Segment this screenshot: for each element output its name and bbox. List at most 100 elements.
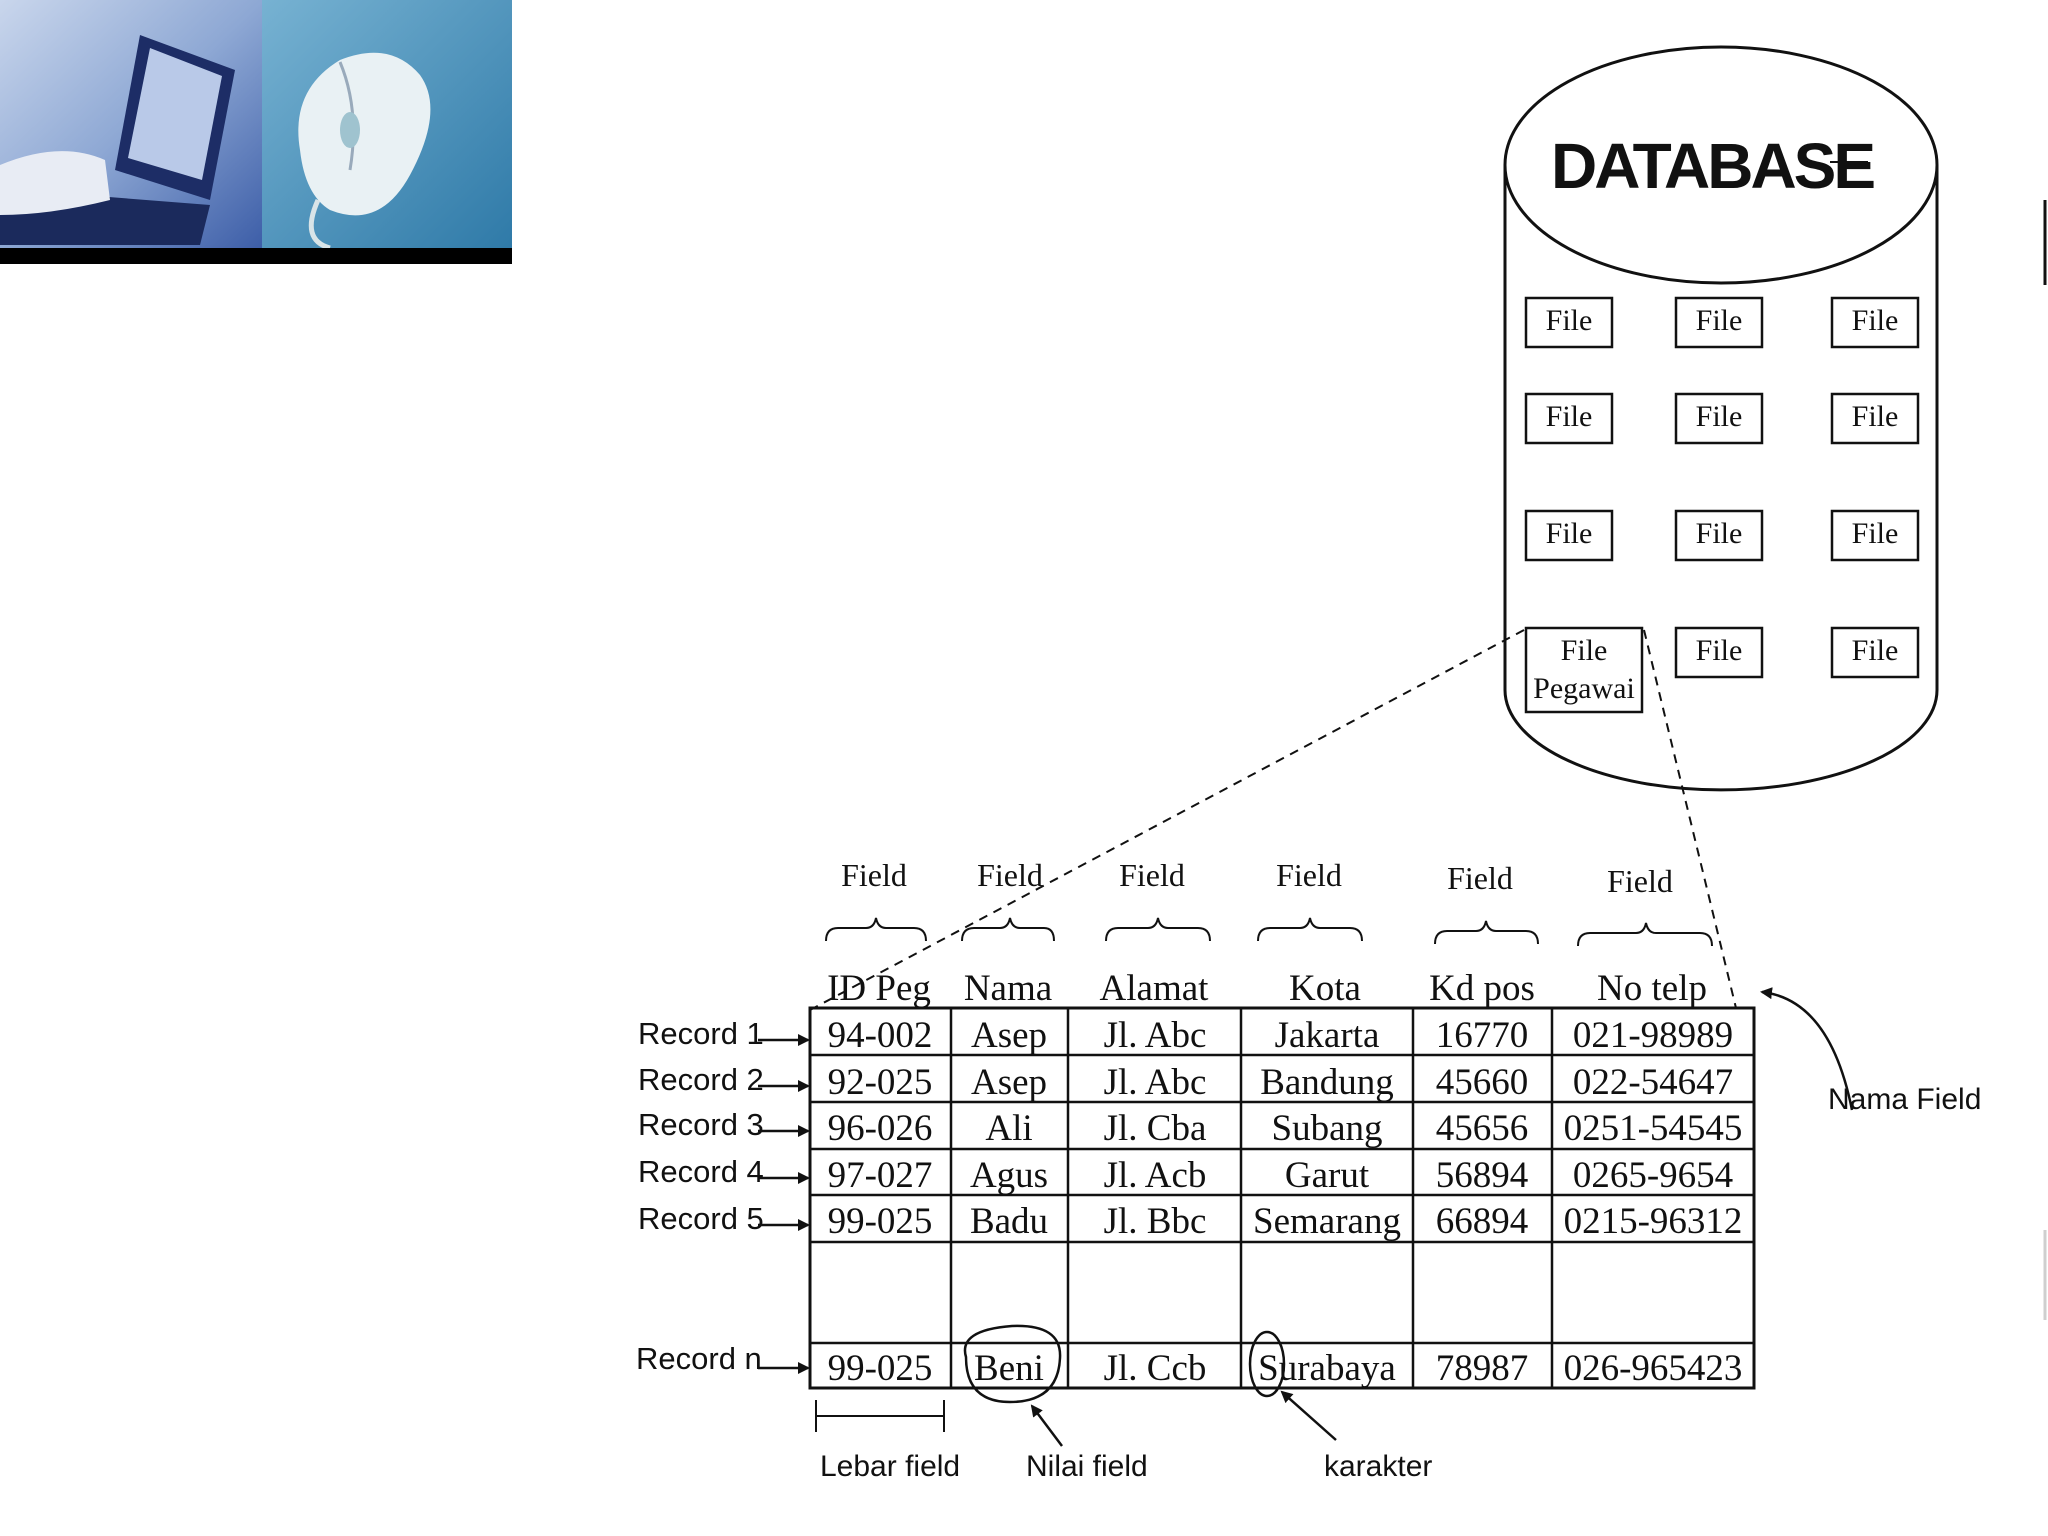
svg-text:Field: Field (1119, 857, 1185, 893)
table-cell: 97-027 (828, 1155, 933, 1196)
table-row: 92-025 Asep Jl. Abc Bandung 45660 022-54… (828, 1062, 1734, 1103)
table-cell: Jl. Abc (1104, 1062, 1207, 1103)
svg-text:File: File (1852, 517, 1899, 550)
table-cell: 94-002 (828, 1015, 933, 1056)
file-box: File (1674, 392, 1764, 445)
table-cell: Jl. Ccb (1104, 1348, 1207, 1389)
column-header: Nama (964, 968, 1052, 1009)
svg-text:Field: Field (841, 857, 907, 893)
file-grid: File File File File File File File Fi (1524, 296, 1920, 714)
table-cell: Surabaya (1258, 1348, 1396, 1389)
table-cell: Jl. Bbc (1104, 1201, 1207, 1242)
table-cell: Bandung (1260, 1062, 1394, 1103)
svg-text:Nama Field: Nama Field (1828, 1083, 1981, 1116)
table-header: ID Peg Nama Alamat Kota Kd pos No telp (827, 968, 1707, 1009)
table-cell: 96-026 (828, 1108, 933, 1149)
svg-text:Nilai field: Nilai field (1026, 1450, 1148, 1483)
svg-text:Field: Field (1607, 863, 1673, 899)
table-row: 99-025 Beni Jl. Ccb Surabaya 78987 026-9… (828, 1348, 1743, 1389)
svg-text:File: File (1696, 400, 1743, 433)
table-cell: 66894 (1436, 1201, 1529, 1242)
svg-text:Field: Field (1447, 860, 1513, 896)
record-label: Record 3 (638, 1107, 810, 1142)
svg-text:Record 1: Record 1 (638, 1016, 764, 1051)
field-brace: Field (825, 857, 927, 942)
file-box: File (1674, 626, 1764, 679)
table-cell: 45660 (1436, 1062, 1529, 1103)
table-cell: Subang (1272, 1108, 1383, 1149)
table-cell: 78987 (1436, 1348, 1529, 1389)
svg-text:File: File (1696, 634, 1743, 667)
table-cell: 99-025 (828, 1201, 933, 1242)
file-box: File (1830, 509, 1920, 562)
field-braces: Field Field Field Field Field Field (825, 857, 1713, 947)
column-header: ID Peg (827, 968, 931, 1009)
record-label: Record 5 (638, 1201, 810, 1236)
svg-text:File: File (1696, 517, 1743, 550)
table-cell: 45656 (1436, 1108, 1529, 1149)
svg-text:Lebar field: Lebar field (820, 1450, 960, 1483)
table-cell: Jl. Acb (1104, 1155, 1207, 1196)
record-label: Record n (636, 1341, 810, 1376)
column-header: Kd pos (1429, 968, 1535, 1009)
table-cell: Asep (971, 1062, 1047, 1103)
field-brace: Field (1257, 857, 1363, 942)
svg-text:Record 5: Record 5 (638, 1201, 764, 1236)
table-cell: 026-965423 (1564, 1348, 1743, 1389)
record-labels: Record 1 Record 2 Record 3 Record 4 Reco… (636, 1016, 810, 1376)
svg-text:Record 2: Record 2 (638, 1062, 764, 1097)
nama-field-annotation: Nama Field (1760, 987, 1981, 1116)
field-brace: Field (961, 857, 1055, 942)
svg-text:Pegawai: Pegawai (1533, 672, 1635, 705)
table-cell: Jl. Abc (1104, 1015, 1207, 1056)
lebar-field-annotation: Lebar field (815, 1400, 960, 1483)
svg-text:File: File (1546, 400, 1593, 433)
svg-text:File: File (1546, 517, 1593, 550)
file-box: File (1830, 626, 1920, 679)
column-header: Kota (1289, 968, 1361, 1009)
table-row: 97-027 Agus Jl. Acb Garut 56894 0265-965… (828, 1155, 1734, 1196)
file-box: File (1524, 296, 1614, 349)
database-cylinder: DATABASE (1503, 45, 1939, 792)
table-cell: 0251-54545 (1564, 1108, 1743, 1149)
svg-text:File: File (1852, 304, 1899, 337)
file-box: File (1674, 296, 1764, 349)
column-header: No telp (1597, 968, 1707, 1009)
table-cell: Ali (985, 1108, 1032, 1149)
field-brace: Field (1577, 863, 1713, 947)
table-cell: Agus (970, 1155, 1048, 1196)
table-cell: Garut (1285, 1155, 1370, 1196)
svg-text:Field: Field (977, 857, 1043, 893)
file-box: File (1674, 509, 1764, 562)
record-label: Record 4 (638, 1154, 810, 1189)
svg-text:File: File (1561, 634, 1608, 667)
table-cell: 92-025 (828, 1062, 933, 1103)
column-header: Alamat (1100, 968, 1210, 1009)
table-cell: 56894 (1436, 1155, 1529, 1196)
computer-mouse-illustration (298, 52, 431, 251)
table-cell: Asep (971, 1015, 1047, 1056)
file-box: File (1524, 509, 1614, 562)
file-box: File (1830, 296, 1920, 349)
svg-text:File: File (1852, 634, 1899, 667)
header-bar (0, 248, 512, 264)
table-row: 94-002 Asep Jl. Abc Jakarta 16770 021-98… (828, 1015, 1734, 1056)
table-cell: 0265-9654 (1573, 1155, 1733, 1196)
table-cell: 16770 (1436, 1015, 1529, 1056)
svg-text:Record 4: Record 4 (638, 1154, 764, 1189)
svg-text:File: File (1696, 304, 1743, 337)
table-cell: 99-025 (828, 1348, 933, 1389)
svg-text:karakter: karakter (1324, 1450, 1432, 1483)
field-brace: Field (1105, 857, 1211, 942)
karakter-annotation: karakter (1248, 1330, 1432, 1483)
expansion-lines (809, 629, 1737, 1011)
table-cell: Beni (974, 1348, 1044, 1389)
table-cell: 0215-96312 (1564, 1201, 1743, 1242)
record-label: Record 1 (638, 1016, 810, 1051)
table-cell: Badu (970, 1201, 1048, 1242)
file-box: File (1830, 392, 1920, 445)
svg-text:File: File (1852, 400, 1899, 433)
table-cell: Jakarta (1275, 1015, 1380, 1056)
svg-text:Record 3: Record 3 (638, 1107, 764, 1142)
